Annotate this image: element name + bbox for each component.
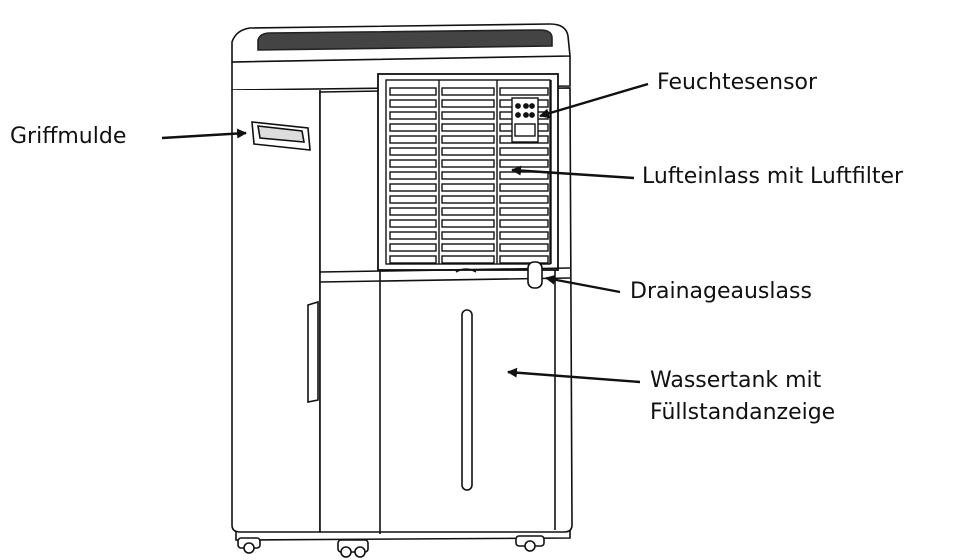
grille-slat	[499, 219, 549, 228]
grille-slat	[389, 159, 437, 168]
grille-slat	[389, 183, 437, 192]
grille-slat	[441, 135, 495, 144]
wheel-front-center	[337, 539, 369, 558]
grille-slat	[441, 183, 495, 192]
grille-slat	[441, 207, 495, 216]
grille-slat	[389, 171, 437, 180]
grille-slat	[441, 87, 495, 96]
label-griffmulde: Griffmulde	[10, 124, 127, 149]
grille-slat	[499, 87, 549, 96]
grille-slat	[441, 255, 495, 264]
grille-slat	[441, 231, 495, 240]
grille-slat	[441, 243, 495, 252]
grille-slat	[441, 195, 495, 204]
arrow-wassertank	[507, 367, 641, 384]
arrow-griffmulde	[161, 128, 247, 140]
label-lufteinlass: Lufteinlass mit Luftfilter	[642, 164, 904, 189]
top-lid	[231, 23, 571, 91]
drain-outlet	[527, 261, 543, 289]
grille-slat	[389, 87, 437, 96]
callout-arrows	[161, 82, 649, 384]
grille-slat	[389, 99, 437, 108]
grille-slat	[389, 123, 437, 132]
grille-slat	[389, 111, 437, 120]
label-drainageauslass: Drainageauslass	[630, 279, 812, 304]
grille-slat	[389, 243, 437, 252]
handle-recess	[251, 121, 311, 151]
grille-slat	[499, 243, 549, 252]
label-feuchtesensor: Feuchtesensor	[657, 70, 818, 95]
grille-slat	[441, 123, 495, 132]
grille-slat	[389, 195, 437, 204]
grille-slat	[499, 147, 549, 156]
grille-slat	[441, 171, 495, 180]
grille-slat	[441, 159, 495, 168]
grille-slat	[499, 195, 549, 204]
water-level-indicator	[461, 309, 473, 491]
grille-slat	[389, 231, 437, 240]
grille-slat	[499, 183, 549, 192]
grille-slat	[441, 219, 495, 228]
grille-slat	[499, 255, 549, 264]
grille-slat	[499, 171, 549, 180]
wheel-front-right	[515, 535, 545, 552]
wheel-front-left	[237, 537, 261, 554]
grille-slat	[441, 147, 495, 156]
grille-slat	[441, 99, 495, 108]
arrow-feuchtesensor	[539, 82, 649, 119]
grille-slat	[389, 219, 437, 228]
grille-slat	[499, 207, 549, 216]
grille-slat	[389, 147, 437, 156]
side-tank-handle	[307, 300, 319, 403]
grille-slat	[389, 255, 437, 264]
arrow-lufteinlass	[511, 165, 635, 180]
grille-slat	[389, 207, 437, 216]
base-wheels	[235, 530, 571, 558]
grille-slat	[389, 135, 437, 144]
grille-slat	[499, 159, 549, 168]
arrow-drainageauslass	[545, 274, 621, 294]
grille-slat	[499, 231, 549, 240]
label-wassertank-line2: Füllstandanzeige	[650, 400, 836, 425]
humidity-sensor	[511, 97, 539, 143]
label-wassertank-line1: Wassertank mit	[650, 368, 822, 393]
grille-slat	[441, 111, 495, 120]
